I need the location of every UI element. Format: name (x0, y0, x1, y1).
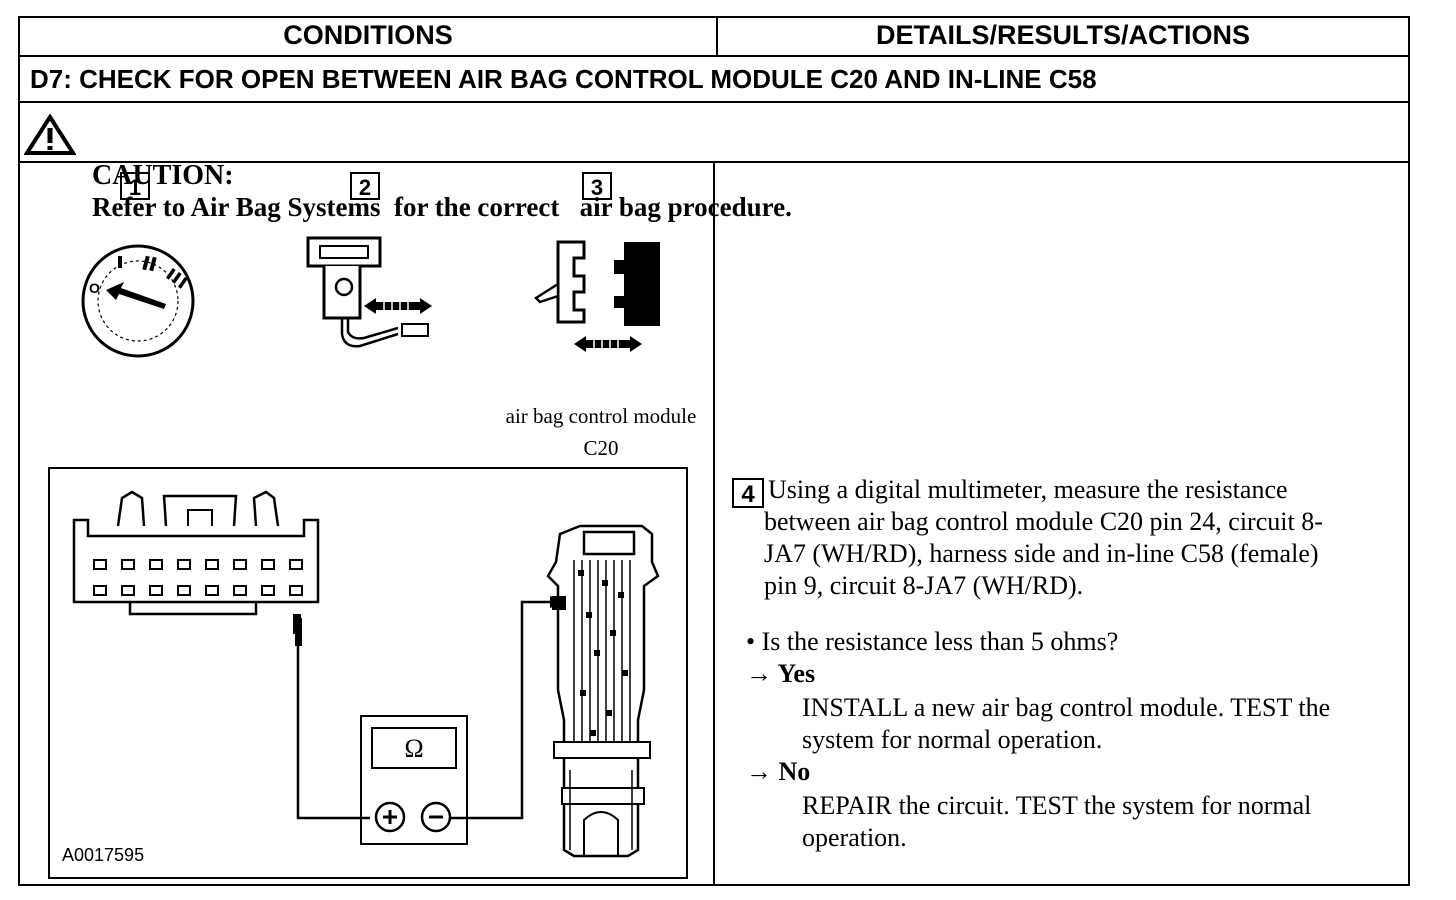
probe-terminals-icon (374, 801, 452, 833)
header-conditions: CONDITIONS (283, 20, 453, 50)
step-4-box: 4 (732, 478, 764, 508)
caution-label: CAUTION: (92, 160, 234, 191)
instruction-line-4: pin 9, circuit 8-JA7 (WH/RD). (764, 571, 1084, 600)
divider-body (713, 161, 715, 886)
instruction-line-1: Using a digital multimeter, measure the … (768, 475, 1288, 504)
connector-disconnect-icon (534, 240, 660, 352)
module-label-line2: C20 (583, 436, 619, 460)
yes-action-line-1: INSTALL a new air bag control module. TE… (802, 693, 1331, 722)
no-label: → No (746, 757, 811, 786)
instruction-line-3: JA7 (WH/RD), harness side and in-line C5… (764, 539, 1319, 568)
ohm-symbol: Ω (404, 734, 424, 763)
step-1-box: 1 (120, 172, 150, 200)
measurement-illustration (48, 467, 688, 879)
ignition-switch-icon: O (81, 244, 195, 358)
warning-triangle-icon (24, 114, 76, 155)
yes-action-line-2: system for normal operation. (802, 725, 1103, 754)
step-3-box: 3 (582, 172, 612, 200)
rule-header (18, 55, 1410, 57)
instruction-line-2: between air bag control module C20 pin 2… (764, 507, 1323, 536)
resistance-question: • Is the resistance less than 5 ohms? (746, 627, 1119, 656)
caution-text: Refer to Air Bag Systems for the correct… (92, 192, 792, 222)
yes-label: → Yes (746, 659, 816, 688)
test-step-title: D7: CHECK FOR OPEN BETWEEN AIR BAG CONTR… (30, 64, 1097, 94)
battery-disconnect-icon (306, 236, 432, 348)
rule-title (18, 101, 1410, 103)
figure-id: A0017595 (62, 845, 145, 865)
multimeter-display: Ω (371, 727, 457, 769)
test-leads (295, 596, 566, 820)
svg-text:O: O (89, 280, 100, 296)
header-details: DETAILS/RESULTS/ACTIONS (875, 20, 1250, 50)
step-2-box: 2 (350, 172, 380, 200)
inline-c58-connector-icon (546, 524, 660, 858)
module-c20-connector-icon (72, 490, 320, 634)
no-action-line-2: operation. (802, 823, 907, 852)
module-label-line1: air bag control module (505, 404, 697, 428)
caution-line: CAUTION: Refer to Air Bag Systems for th… (78, 128, 792, 224)
no-action-line-1: REPAIR the circuit. TEST the system for … (802, 791, 1312, 820)
divider-header (716, 16, 718, 56)
